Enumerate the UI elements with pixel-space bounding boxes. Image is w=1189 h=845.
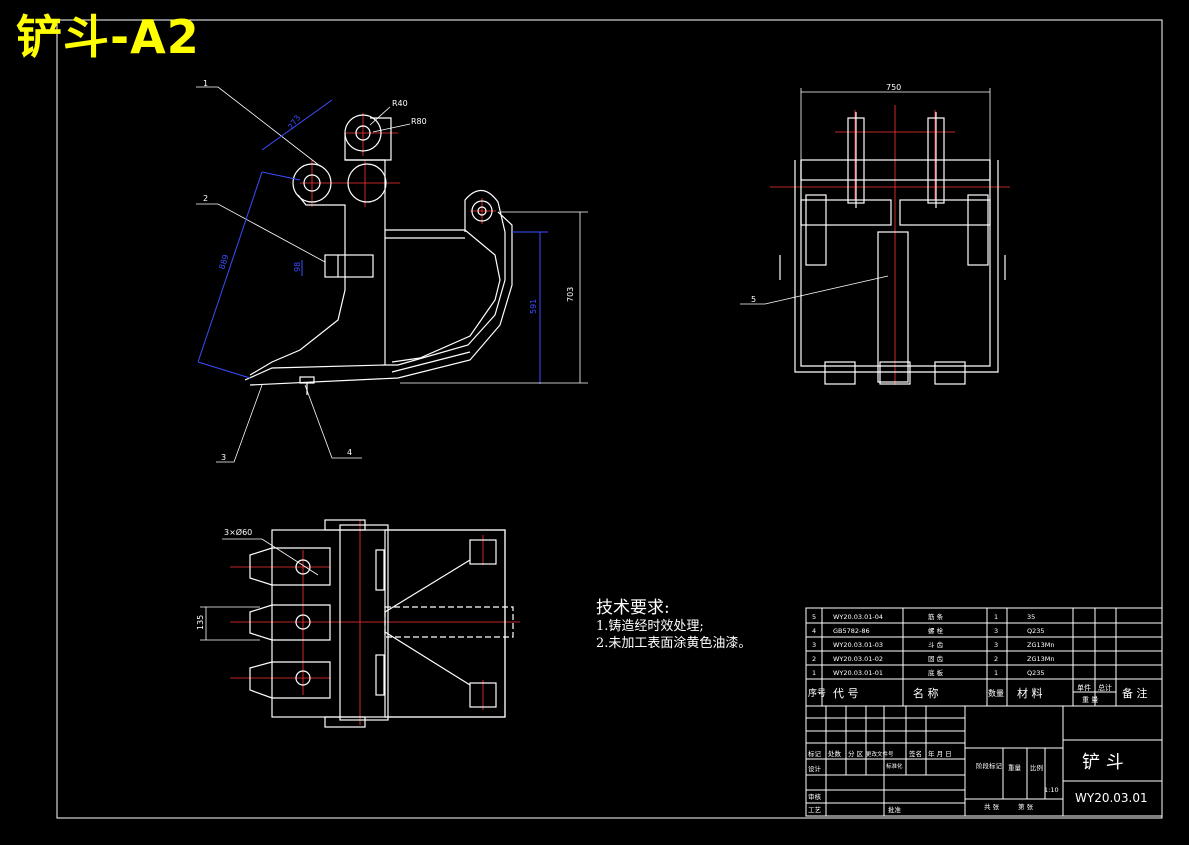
bom-row-name: 螺 栓 [928,626,944,635]
bom-row-qty: 3 [994,641,998,649]
dim-591: 591 [529,299,538,314]
bom-header-remark: 备 注 [1122,686,1148,700]
tb-sheets: 共 张 [984,802,1000,811]
front-view-labels: 750 5 [751,83,901,304]
bom-row-material: Q235 [1027,627,1045,635]
bom-header-weight: 重 量 [1082,696,1098,704]
tb-count: 处数 [828,749,842,758]
bom-row-code: WY20.03.01-01 [833,669,883,677]
sheet-frame [56,19,1163,819]
bom-row-no: 1 [812,669,816,677]
part-label-4: 4 [347,448,352,457]
dim-703: 703 [566,287,575,302]
tb-scale-label: 比例 [1030,763,1043,772]
bom-text: 5 WY20.03.01-04 筋 条 1 35 4 GB5782-86 螺 栓… [812,612,1055,677]
part-label-3: 3 [221,453,226,462]
dim-holes: 3×Ø60 [224,527,252,537]
part-label-1: 1 [203,79,208,88]
dim-889: 889 [217,253,230,270]
bom-row-no: 3 [812,641,816,649]
tech-title: 技术要求: [596,598,670,618]
bom-row-qty: 2 [994,655,998,663]
tb-zone: 分 区 [848,749,864,758]
bom-row-no: 2 [812,655,816,663]
bom-header-text: 序号 代 号 名 称 数量 材 料 单件 总计 重 量 备 注 [808,683,1148,704]
part-name: 铲 斗 [1082,752,1124,773]
drawing-number: WY20.03.01 [1075,791,1148,805]
bom-header-material: 材 料 [1017,686,1043,700]
tb-sign: 签名 [909,749,922,758]
tb-review: 审核 [808,792,822,801]
bom-row-no: 5 [812,613,816,621]
bom-row-material: Q235 [1027,669,1045,677]
tb-scale: 1:10 [1044,786,1059,794]
tb-design: 设计 [808,764,822,773]
tech-item-1: 1.铸造经时效处理; [596,619,704,635]
bom-row-material: 35 [1027,613,1035,621]
part-label-2: 2 [203,194,208,203]
tech-item-2: 2.未加工表面涂黄色油漆。 [596,635,752,651]
bom-row-code: WY20.03.01-03 [833,641,883,649]
bom-header-unit-weight: 单件 [1077,683,1091,692]
front-view [740,88,1010,385]
bom-row-qty: 1 [994,613,998,621]
dim-98: 98 [293,262,302,272]
bom-row-no: 4 [812,627,816,635]
title-block-main: 铲 斗 WY20.03.01 [1075,752,1148,805]
tb-sheet: 第 张 [1018,802,1034,811]
dim-750: 750 [886,83,901,92]
technical-requirements: 技术要求: 1.铸造经时效处理; 2.未加工表面涂黄色油漆。 [596,598,751,652]
title-block-text: 标记 处数 分 区 更改文件号 签名 年 月 日 设计 标准化 审核 工艺 批准… [808,749,1059,814]
bom-row-code: WY20.03.01-04 [833,613,883,621]
tb-process: 工艺 [808,806,822,814]
bom-header-code: 代 号 [833,687,859,700]
title-block [805,705,1163,817]
bom-row-name: 斗 齿 [928,641,944,649]
bom-table [805,607,1163,707]
dim-r40: R40 [392,99,408,108]
bom-header-name: 名 称 [913,686,939,700]
tb-change-doc: 更改文件号 [866,750,894,758]
bom-row-qty: 1 [994,669,998,677]
side-view [196,86,588,463]
bom-header-total-weight: 总计 [1098,683,1112,692]
bom-header-qty: 数量 [988,688,1004,698]
tb-revision: 标记 [808,749,822,758]
tb-weight: 重量 [1008,764,1022,772]
tb-approve: 批准 [888,805,902,814]
dim-135: 135 [196,615,205,630]
bom-row-material: ZG13Mn [1027,655,1055,663]
tb-date: 年 月 日 [928,749,952,758]
side-view-labels: 1 2 3 4 R40 R80 703 591 273 889 98 [203,79,575,462]
part-label-5: 5 [751,295,756,304]
top-view [200,519,520,728]
bom-row-material: ZG13Mn [1027,641,1055,649]
bom-row-code: WY20.03.01-02 [833,655,883,663]
bom-row-qty: 3 [994,627,998,635]
bom-row-code: GB5782-86 [833,627,870,635]
tb-stage-mark: 阶段标记 [976,761,1003,770]
bom-row-name: 固 齿 [928,655,944,663]
page-title: 铲斗-A2 [16,10,200,64]
bom-header-no: 序号 [808,687,826,699]
dim-r80: R80 [411,117,427,126]
bom-row-name: 筋 条 [928,612,944,621]
bom-row-name: 底 板 [928,668,944,677]
top-view-labels: 3×Ø60 135 [196,527,252,630]
tb-standardize: 标准化 [886,762,903,770]
